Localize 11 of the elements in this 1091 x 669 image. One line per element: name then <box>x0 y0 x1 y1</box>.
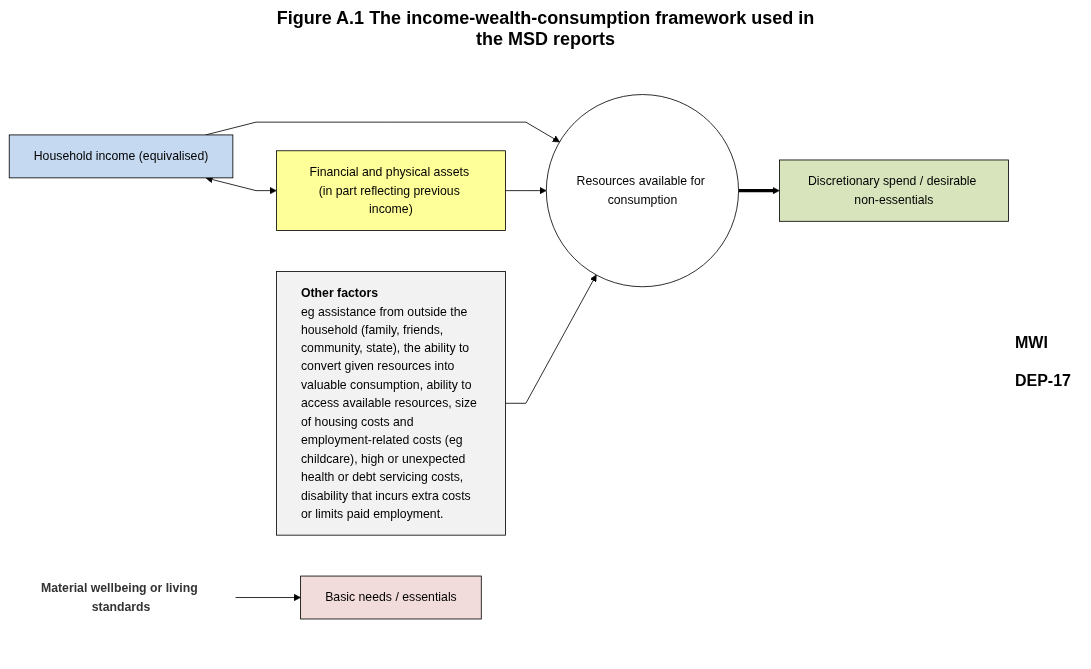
bracket-label: DEP-17 <box>1014 371 1071 390</box>
node-box: Other factors eg assistance from outside the household (family, friends, community, state), the ability to convert given resources into valuable consumption, ability to access available resources, size of housing costs and employment-related costs (eg childcare), high or unexpected health or debt servicing costs, disability that incurs extra costs or limits paid employment. <box>276 271 506 536</box>
arrow <box>738 187 780 195</box>
figure-title: Figure A.1 The income-wealth-consumption framework used in the MSD reports <box>275 8 816 50</box>
node-box: Financial and physical assets (in part reflecting previous income) <box>276 150 506 232</box>
node-box: Household income (equivalised) <box>8 134 234 179</box>
node-box: Basic needs / essentials <box>300 575 482 620</box>
node-box: Discretionary spend / desirable non-essentials <box>779 159 1009 222</box>
node-text: Material wellbeing or living standards <box>40 580 198 614</box>
node-circle: Resources available for consumption <box>545 94 739 288</box>
bracket-label: MWI <box>1014 333 1049 352</box>
